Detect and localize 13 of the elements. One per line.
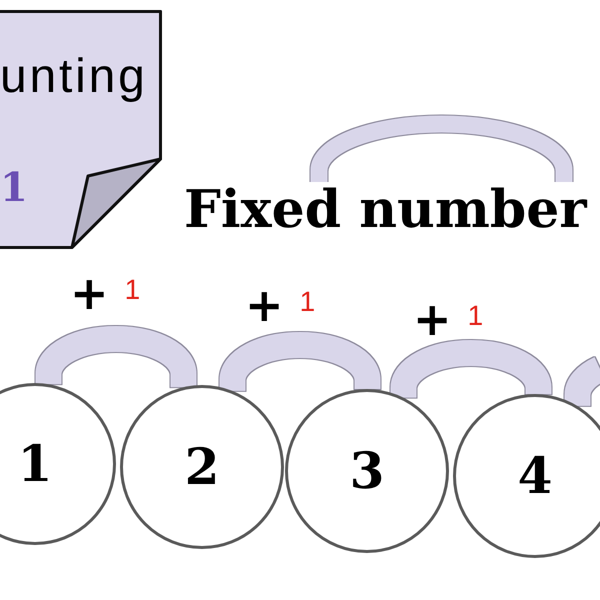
- edge-label: + 1: [245, 282, 316, 328]
- jump-arc: [220, 332, 380, 393]
- note-heading: unting: [0, 53, 148, 101]
- edge-label: + 1: [70, 270, 140, 316]
- legend-label: Fixed number: [184, 184, 587, 236]
- edge-label: + 1: [413, 296, 484, 342]
- number-label: 1: [18, 439, 52, 489]
- sticky-note: [0, 10, 162, 249]
- number-label: 2: [184, 442, 220, 492]
- jump-arc: [564, 357, 600, 408]
- number-label: 4: [518, 451, 552, 501]
- note-number: 1: [0, 168, 28, 208]
- number-label: 3: [350, 446, 384, 496]
